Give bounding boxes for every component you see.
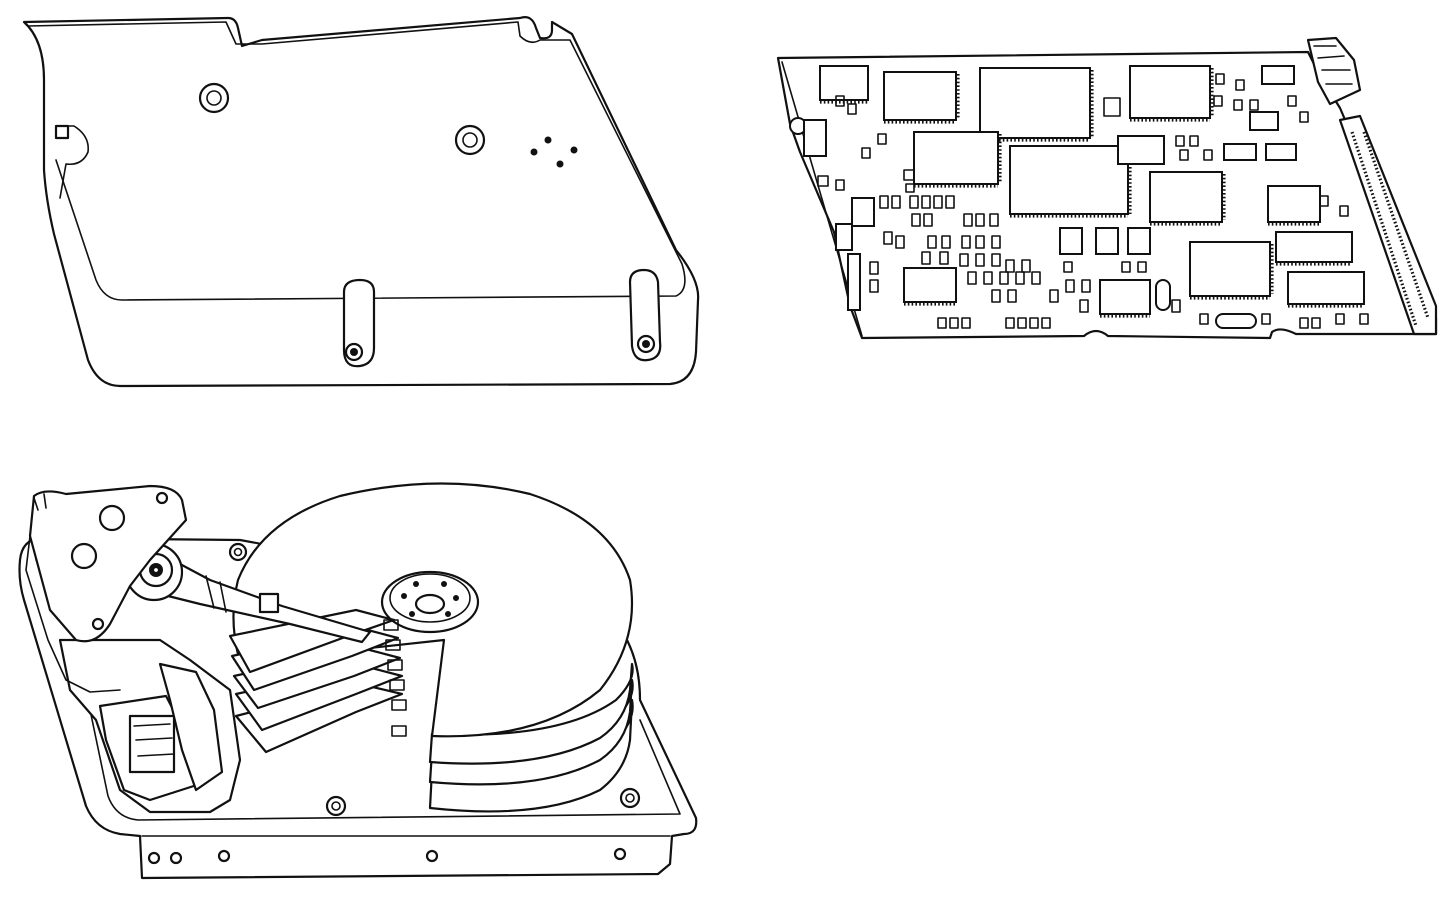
board-component bbox=[851, 197, 875, 227]
board-chip bbox=[1275, 231, 1353, 266]
cover-tab-left bbox=[54, 124, 70, 140]
hda-actuator-block bbox=[158, 662, 224, 792]
board-component bbox=[1059, 227, 1083, 255]
hda-base-hole bbox=[425, 849, 439, 863]
hda-screw bbox=[228, 542, 248, 562]
board-component bbox=[835, 223, 853, 251]
board-chip bbox=[1099, 279, 1151, 318]
head-disk-assembly bbox=[18, 482, 698, 880]
logic-board bbox=[776, 36, 1438, 340]
hda-screw bbox=[325, 795, 347, 817]
hda-arm-clip bbox=[258, 592, 280, 614]
cover-dot bbox=[544, 136, 552, 144]
board-component bbox=[847, 253, 861, 311]
hda-base-hole bbox=[217, 849, 231, 863]
board-component bbox=[1127, 227, 1151, 255]
hda-screw bbox=[619, 787, 641, 809]
hda-spindle-center bbox=[414, 593, 446, 615]
board-chip bbox=[1267, 185, 1321, 226]
board-component bbox=[803, 119, 827, 157]
board-chip bbox=[913, 131, 1002, 188]
board-chip-large bbox=[979, 67, 1094, 142]
hda-base-hole bbox=[613, 847, 627, 861]
board-chip-large bbox=[1009, 145, 1132, 218]
board-component bbox=[1223, 143, 1257, 161]
hda-head-arm bbox=[228, 608, 396, 674]
cover-top-face-edge bbox=[27, 21, 686, 301]
hda-base-hole bbox=[169, 851, 183, 865]
board-component bbox=[1155, 279, 1171, 311]
hda-plate-hole bbox=[70, 542, 98, 570]
hda-head-sliders bbox=[383, 619, 407, 737]
hda-plate-hole bbox=[98, 504, 126, 532]
hda-base-hole bbox=[147, 851, 161, 865]
board-chip bbox=[1129, 65, 1214, 122]
board-connector-top bbox=[1306, 36, 1362, 106]
board-chip bbox=[1287, 271, 1365, 308]
cover-mount-tab-2 bbox=[628, 268, 662, 362]
board-component bbox=[1265, 143, 1297, 161]
board-component bbox=[1095, 227, 1119, 255]
board-passives bbox=[817, 73, 1369, 329]
board-component bbox=[1261, 65, 1295, 85]
top-cover bbox=[22, 16, 700, 388]
board-chip bbox=[1189, 241, 1274, 300]
board-component bbox=[1117, 135, 1165, 165]
hda-base-rim bbox=[35, 559, 681, 821]
board-component bbox=[1215, 313, 1257, 329]
hda-magnet-plate bbox=[28, 484, 188, 643]
board-chip bbox=[883, 71, 960, 124]
board-chip bbox=[1149, 171, 1226, 226]
board-component bbox=[1249, 111, 1279, 131]
cover-boss-1 bbox=[198, 82, 230, 114]
cover-notch-left bbox=[55, 125, 90, 199]
cover-outline bbox=[22, 16, 700, 388]
cover-boss-2 bbox=[454, 124, 486, 156]
board-edge-connector bbox=[1338, 114, 1438, 336]
board-chip bbox=[903, 267, 957, 306]
hda-platter bbox=[428, 662, 634, 765]
